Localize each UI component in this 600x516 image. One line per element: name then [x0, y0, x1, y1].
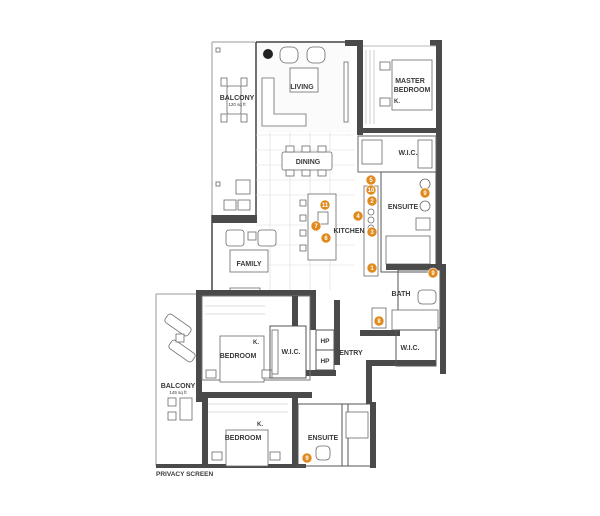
marker-9b: 9: [427, 267, 439, 279]
bedroom-bottom-bed: [211, 429, 281, 467]
media-unit: [343, 61, 349, 123]
svg-text:9: 9: [305, 456, 309, 462]
svg-text:2: 2: [370, 199, 374, 205]
wic-right-label: W.I.C.: [400, 345, 419, 352]
marker-1: 1: [366, 262, 378, 274]
marker-8: 8: [373, 315, 385, 327]
bath-label: BATH: [392, 291, 411, 298]
balcony-top-label: BALCONY: [220, 95, 255, 102]
bedroom-middle-bed: [205, 335, 273, 383]
marker-3: 3: [366, 226, 378, 238]
wic-master-label: W.I.C.: [398, 150, 417, 157]
ensuite-bottom: [297, 402, 376, 468]
balcony-top: [211, 41, 255, 215]
master-wing: [345, 40, 442, 273]
family-label: FAMILY: [236, 261, 261, 268]
living-label: LIVING: [290, 84, 314, 91]
balcony-dining-set: [220, 77, 248, 123]
master-bed: [379, 59, 433, 111]
svg-text:10: 10: [368, 188, 375, 194]
family-room: [211, 215, 277, 293]
svg-text:9: 9: [431, 271, 435, 277]
marker-10: 10: [365, 184, 377, 196]
dining-label: DINING: [296, 159, 321, 166]
living-room: [255, 41, 351, 215]
hp-1-label: HP: [320, 338, 330, 345]
balcony-bottom-set: [167, 397, 193, 421]
balcony-top-area: 120 sq ft: [228, 102, 246, 107]
master-label-line2: BEDROOM: [394, 87, 431, 94]
hp-2-label: HP: [320, 358, 330, 365]
wic-mid-label: W.I.C.: [281, 349, 300, 356]
armchairs: [279, 46, 326, 64]
bedroom-bottom: [202, 392, 312, 468]
coffee-table: [289, 67, 319, 93]
svg-text:4: 4: [356, 214, 360, 220]
privacy-screen-label: PRIVACY SCREEN: [156, 471, 213, 478]
svg-text:11: 11: [322, 203, 329, 209]
balcony-bottom-label: BALCONY: [161, 383, 196, 390]
marker-9: 9: [419, 187, 431, 199]
dining-table: [281, 145, 333, 177]
kitchen-label: KITCHEN: [333, 228, 364, 235]
svg-text:8: 8: [377, 319, 381, 325]
marker-4: 4: [352, 210, 364, 222]
bedroom-mid-label: BEDROOM: [220, 353, 257, 360]
marker-2: 2: [366, 195, 378, 207]
balcony-loungers: [164, 313, 196, 363]
svg-text:6: 6: [324, 236, 328, 242]
marker-5: 5: [365, 174, 377, 186]
svg-text:5: 5: [369, 178, 373, 184]
bedroom-middle: [201, 295, 311, 383]
entry-label: ENTRY: [339, 350, 363, 357]
marker-7: 7: [310, 220, 322, 232]
master-k-label: K.: [394, 99, 400, 105]
entry-area: [196, 290, 437, 402]
bedroom-bottom-k-label: K.: [257, 422, 263, 428]
svg-text:3: 3: [370, 230, 374, 236]
sectional-sofa: [261, 77, 307, 127]
svg-text:7: 7: [314, 224, 318, 230]
floor-lamp-icon: [263, 49, 273, 59]
balcony-lounge: [223, 179, 251, 211]
master-label-line1: MASTER: [395, 78, 425, 85]
balcony-bottom-area: 145 sq ft: [169, 390, 187, 395]
svg-text:1: 1: [370, 266, 374, 272]
marker-9c: 9: [301, 452, 313, 464]
bedroom-bottom-label: BEDROOM: [225, 435, 262, 442]
marker-6: 6: [320, 232, 332, 244]
svg-text:9: 9: [423, 191, 427, 197]
bedroom-mid-k-label: K.: [253, 340, 259, 346]
ensuite-bottom-label: ENSUITE: [308, 435, 339, 442]
ensuite-master-label: ENSUITE: [388, 204, 419, 211]
marker-11: 11: [319, 199, 331, 211]
